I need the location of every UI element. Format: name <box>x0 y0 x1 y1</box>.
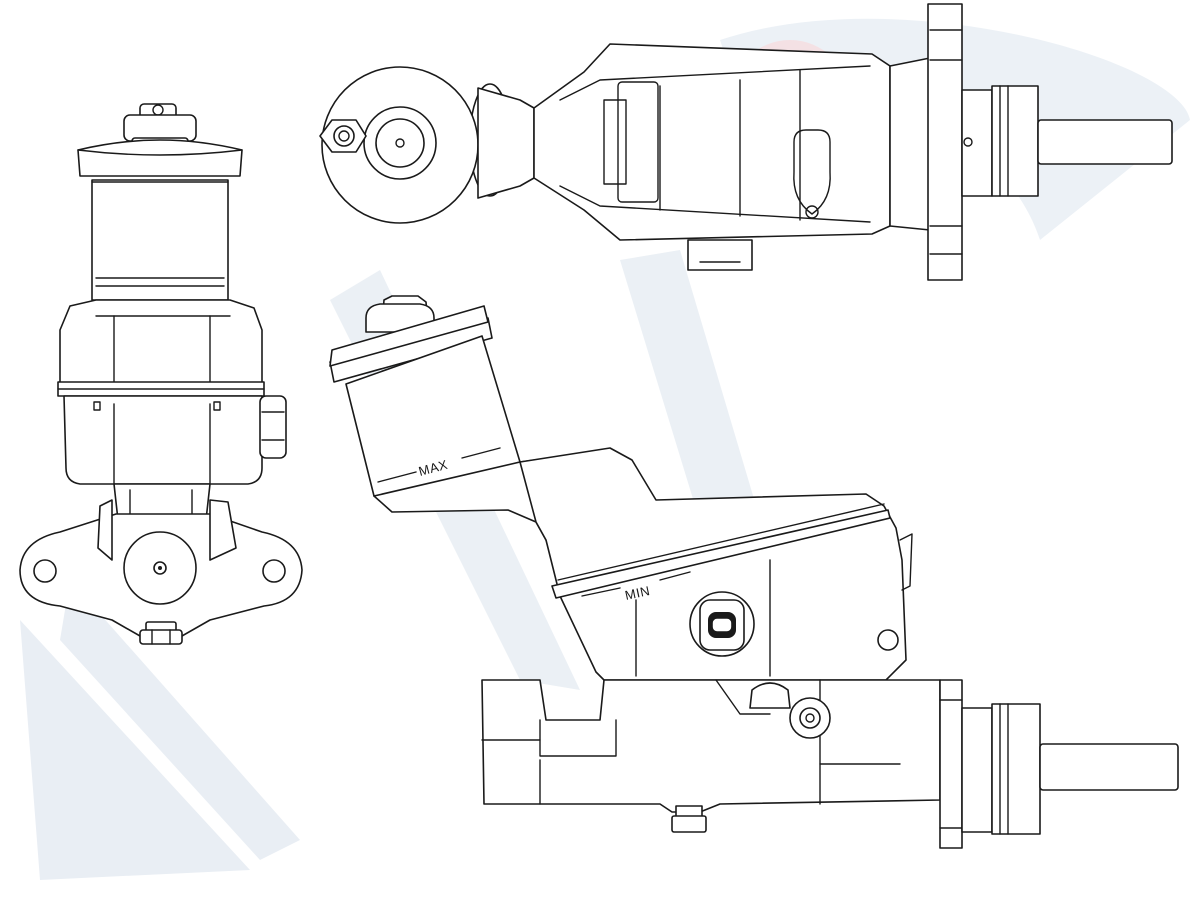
min-level-label: MIN <box>624 583 652 603</box>
max-level-label: MAX <box>417 457 450 479</box>
side-view: MAX MIN <box>329 295 1179 849</box>
top-view <box>319 3 1173 281</box>
front-view <box>19 103 303 645</box>
